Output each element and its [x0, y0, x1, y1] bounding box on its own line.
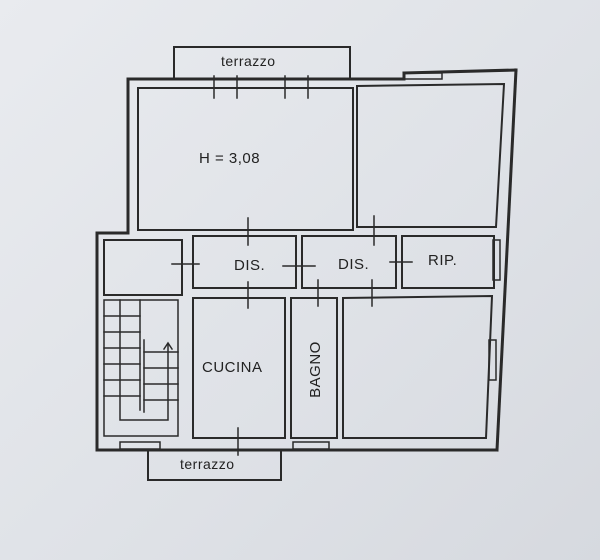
room-bedroom-top — [356, 82, 506, 228]
room-kitchen — [192, 297, 286, 439]
window-marks-side — [119, 239, 501, 450]
dis-right-label: DIS. — [338, 256, 370, 273]
terrace-bottom-label: terrazzo — [180, 456, 235, 472]
terrace-top-label: terrazzo — [221, 53, 276, 69]
bathroom-label: BAGNO — [306, 341, 324, 398]
room-left-small — [103, 239, 183, 296]
height-label: H = 3,08 — [199, 150, 261, 167]
exterior-walls — [95, 68, 518, 452]
room-living — [137, 87, 354, 231]
door-marks — [171, 215, 413, 456]
room-dis-left — [192, 235, 297, 289]
staircase — [103, 299, 179, 437]
terrace-top — [173, 46, 351, 80]
kitchen-label: CUCINA — [202, 359, 263, 376]
room-bathroom — [290, 297, 338, 439]
dis-left-label: DIS. — [234, 257, 266, 274]
terrace-bottom — [147, 449, 282, 481]
room-bedroom-bottom — [342, 294, 494, 439]
storage-label: RIP. — [428, 252, 458, 269]
